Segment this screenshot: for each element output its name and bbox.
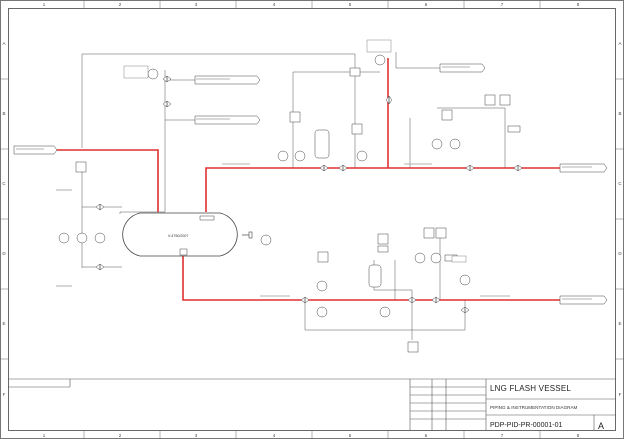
- inner-border: [8, 8, 616, 431]
- col-label-7: 7: [501, 2, 504, 7]
- valve-symbols: [95, 75, 523, 314]
- row-label-c: C: [2, 181, 6, 186]
- drawing-title: LNG FLASH VESSEL: [490, 384, 572, 393]
- col-label-6: 6: [425, 2, 428, 7]
- row-label-e-right: E: [618, 321, 621, 326]
- annotation-boxes: [123, 39, 467, 263]
- col-label-3-bottom: 3: [195, 433, 198, 438]
- col-label-6-bottom: 6: [425, 433, 428, 438]
- instrument-boxes: [75, 67, 521, 353]
- title-block: [8, 378, 616, 430]
- line-annotations: [16, 66, 592, 300]
- col-label-8-bottom: 8: [577, 433, 580, 438]
- inlet-line: [14, 149, 159, 212]
- col-label-2: 2: [119, 2, 122, 7]
- off-page-connectors: [13, 63, 608, 305]
- drawing-subtitle: PIPING & INSTRUMENTATION DIAGRAM: [490, 405, 578, 410]
- row-label-d-right: D: [618, 251, 622, 256]
- col-label-7-bottom: 7: [501, 433, 504, 438]
- col-label-5: 5: [349, 2, 352, 7]
- drawing-number: PDP-PID-PR-00001-01: [490, 422, 563, 429]
- row-label-d: D: [2, 251, 6, 256]
- col-label-8: 8: [577, 2, 580, 7]
- col-label-4: 4: [273, 2, 276, 7]
- row-label-b: B: [2, 111, 5, 116]
- col-label-1: 1: [43, 2, 46, 7]
- col-label-3: 3: [195, 2, 198, 7]
- row-label-a: A: [2, 41, 5, 46]
- col-label-1-bottom: 1: [43, 433, 46, 438]
- liquid-outlet-line: [182, 256, 606, 301]
- col-label-5-bottom: 5: [349, 433, 352, 438]
- instrument-bubbles: [58, 54, 471, 318]
- row-label-c-right: C: [618, 181, 622, 186]
- vessel-tag: V-4750/2007: [168, 234, 188, 238]
- col-label-2-bottom: 2: [119, 433, 122, 438]
- row-label-a-right: A: [618, 41, 621, 46]
- utility-lines: [81, 52, 506, 340]
- col-label-4-bottom: 4: [273, 433, 276, 438]
- flash-vessel: V-4750/2007: [122, 212, 253, 257]
- row-label-f-right: F: [619, 392, 622, 397]
- drawing-revision: A: [598, 421, 605, 431]
- row-label-e: E: [2, 321, 5, 326]
- row-label-f: F: [3, 392, 6, 397]
- row-label-b-right: B: [618, 111, 621, 116]
